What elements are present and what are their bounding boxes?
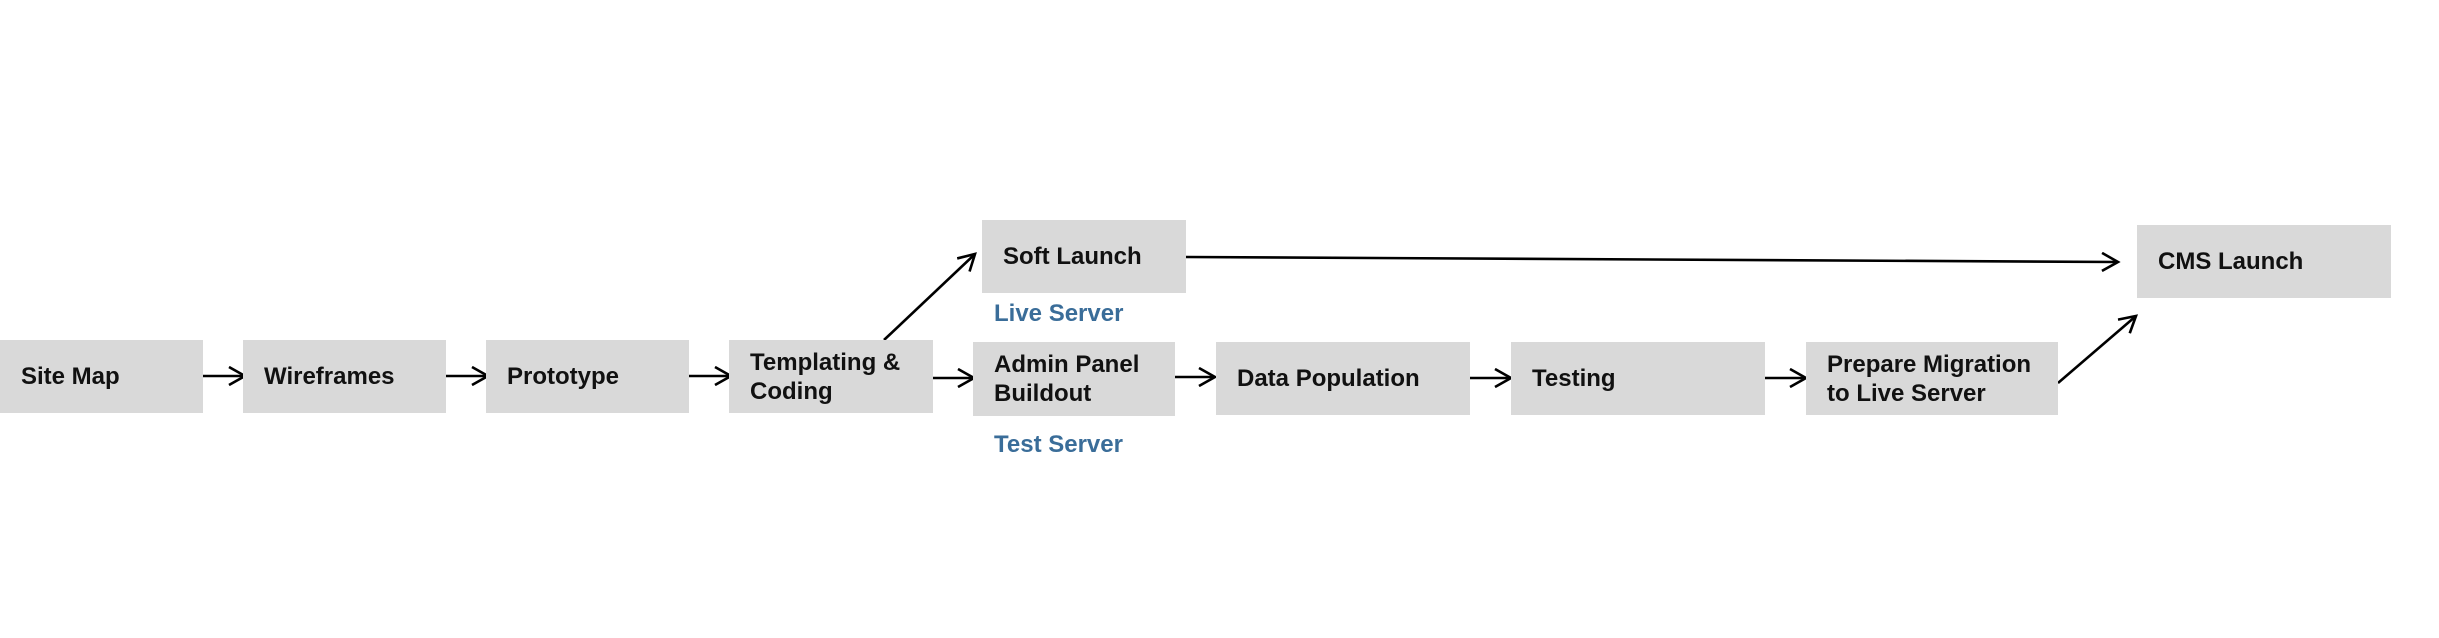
arrow-soft-launch-to-cms-launch bbox=[1185, 257, 2118, 262]
step-wireframes: Wireframes bbox=[243, 340, 446, 413]
test-server-label: Test Server bbox=[994, 431, 1123, 458]
arrow-templating-to-soft-launch bbox=[883, 254, 975, 341]
step-prototype: Prototype bbox=[486, 340, 689, 413]
step-testing: Testing bbox=[1511, 342, 1765, 415]
arrow-prepare-migration-to-cms-launch bbox=[2057, 316, 2136, 384]
step-admin-panel-buildout: Admin Panel Buildout bbox=[973, 342, 1175, 416]
step-data-population: Data Population bbox=[1216, 342, 1470, 415]
step-cms-launch: CMS Launch bbox=[2137, 225, 2391, 298]
step-prepare-migration: Prepare Migration to Live Server bbox=[1806, 342, 2058, 415]
step-soft-launch: Soft Launch bbox=[982, 220, 1186, 293]
live-server-label: Live Server bbox=[994, 300, 1124, 327]
step-site-map: Site Map bbox=[0, 340, 203, 413]
step-templating-coding: Templating & Coding bbox=[729, 340, 933, 413]
